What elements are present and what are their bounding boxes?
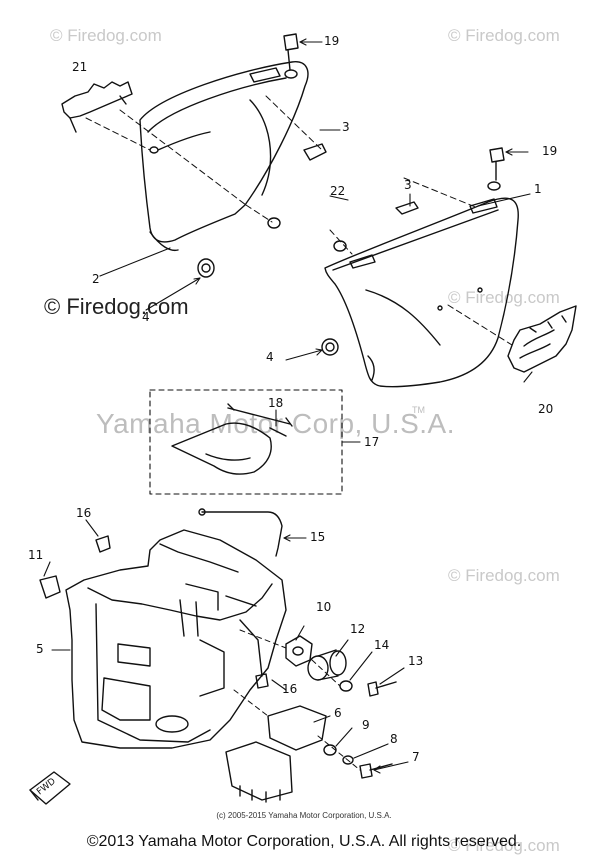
small-copyright: (c) 2005-2015 Yamaha Motor Corporation, …: [216, 811, 392, 820]
bolt-7: [359, 763, 393, 779]
callout-22: 22: [330, 184, 346, 198]
screw-19-top: [283, 33, 299, 79]
callout-18: 18: [268, 396, 284, 410]
screw-16-bottom: [255, 673, 269, 689]
wire-15: [201, 511, 283, 557]
callout-8: 8: [390, 732, 398, 746]
copyright-footer: ©2013 Yamaha Motor Corporation, U.S.A. A…: [86, 833, 522, 850]
center-watermark: Yamaha Motor Corp, U.S.A.: [96, 408, 455, 439]
callout-1: 1: [534, 182, 542, 196]
relay-10: [285, 635, 313, 667]
callout-6: 6: [334, 706, 342, 720]
callout-11: 11: [28, 548, 44, 562]
bolt-13: [367, 681, 397, 697]
washer-14: [339, 680, 353, 692]
callout-10: 10: [316, 600, 332, 614]
toolkit-box: [149, 389, 343, 495]
callout-12: 12: [350, 622, 366, 636]
watermark: © Firedog.com: [448, 836, 560, 855]
callout-3: 3: [342, 120, 350, 134]
bracket-21: [61, 81, 133, 133]
right-side-cover: [324, 197, 519, 388]
callout-4: 4: [142, 310, 150, 324]
clamp-11: [39, 575, 61, 599]
left-side-cover: [139, 61, 309, 252]
callout-20: 20: [538, 402, 554, 416]
callout-13: 13: [408, 654, 424, 668]
forward-arrow-icon: [29, 771, 71, 805]
callout-5: 5: [36, 642, 44, 656]
watermark: © Firedog.com: [448, 566, 560, 585]
regulator-6: [225, 705, 327, 803]
callout-19: 19: [542, 144, 558, 158]
damper-4-top: [197, 258, 215, 278]
nut-22-left: [267, 217, 281, 229]
screw-19-right: [487, 147, 505, 191]
damper-4-bottom: [321, 338, 339, 356]
washer-8: [342, 755, 354, 765]
watermark: © Firedog.com: [44, 294, 189, 319]
trademark-mark: TM: [412, 405, 425, 415]
callout-16: 16: [76, 506, 92, 520]
callout-21: 21: [72, 60, 88, 74]
washer-9: [323, 744, 337, 756]
callout-2: 2: [92, 272, 100, 286]
tool-bag-18: [171, 403, 293, 475]
callout-4: 4: [266, 350, 274, 364]
callout-9: 9: [362, 718, 370, 732]
callout-19: 19: [324, 34, 340, 48]
battery-box-5: [65, 529, 287, 749]
watermark: © Firedog.com: [50, 26, 162, 45]
screw-16-top: [95, 535, 111, 553]
watermark: © Firedog.com: [448, 288, 560, 307]
callout-14: 14: [374, 638, 390, 652]
damper-12: [307, 649, 347, 681]
callout-15: 15: [310, 530, 326, 544]
callout-16: 16: [282, 682, 298, 696]
callout-3: 3: [404, 178, 412, 192]
callout-17: 17: [364, 435, 380, 449]
grommet-3-right: [395, 201, 419, 215]
watermark: © Firedog.com: [448, 26, 560, 45]
callout-7: 7: [412, 750, 420, 764]
emblem-20: [507, 305, 577, 373]
grommet-3-left: [303, 143, 327, 161]
